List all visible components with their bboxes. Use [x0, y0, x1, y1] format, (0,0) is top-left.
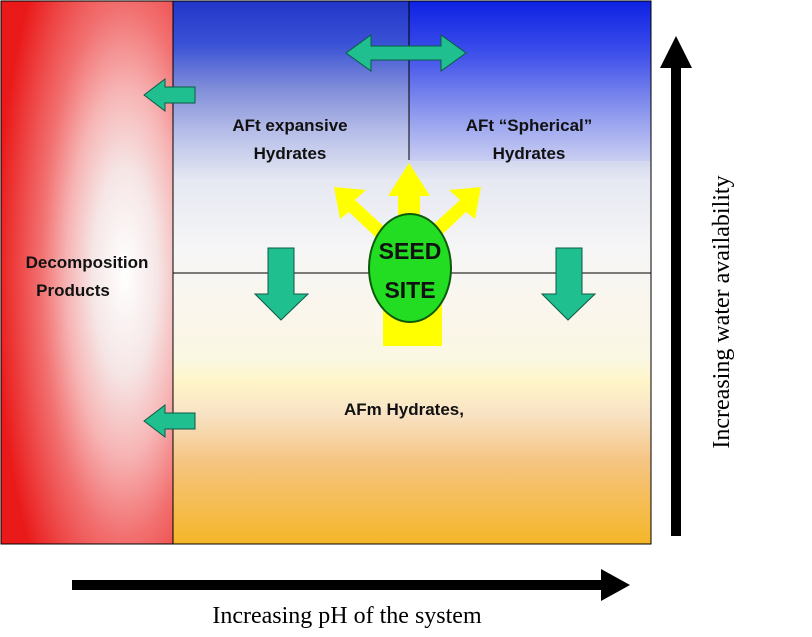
x-axis-label: Increasing pH of the system [212, 603, 482, 629]
aft-spherical-label-line2: Hydrates [493, 144, 566, 163]
y-axis-label: Increasing water availability [709, 175, 735, 448]
down-arrow-icon-left [253, 247, 310, 321]
decomposition-label-line1: Decomposition [26, 253, 149, 272]
down-arrow-icon-right [540, 247, 597, 321]
x-axis-arrow-icon [72, 569, 630, 601]
decomposition-region [1, 1, 173, 544]
seed-label-line1: SEED [379, 238, 442, 264]
seed-label-line2: SITE [384, 277, 435, 303]
decomposition-label-line2: Products [36, 281, 110, 300]
left-arrow-icon-bottom [143, 403, 196, 439]
afm-label: AFm Hydrates, [344, 400, 464, 419]
aft-spherical-label-line1: AFt “Spherical” [466, 116, 593, 135]
double-arrow-icon [345, 34, 467, 72]
seed-site-icon [368, 213, 452, 323]
aft-expansive-label-line1: AFt expansive [232, 116, 347, 135]
aft-expansive-label-line2: Hydrates [254, 144, 327, 163]
aft-spherical-region [409, 1, 651, 161]
y-axis-arrow-icon [660, 36, 692, 536]
left-arrow-icon-top [143, 77, 196, 113]
